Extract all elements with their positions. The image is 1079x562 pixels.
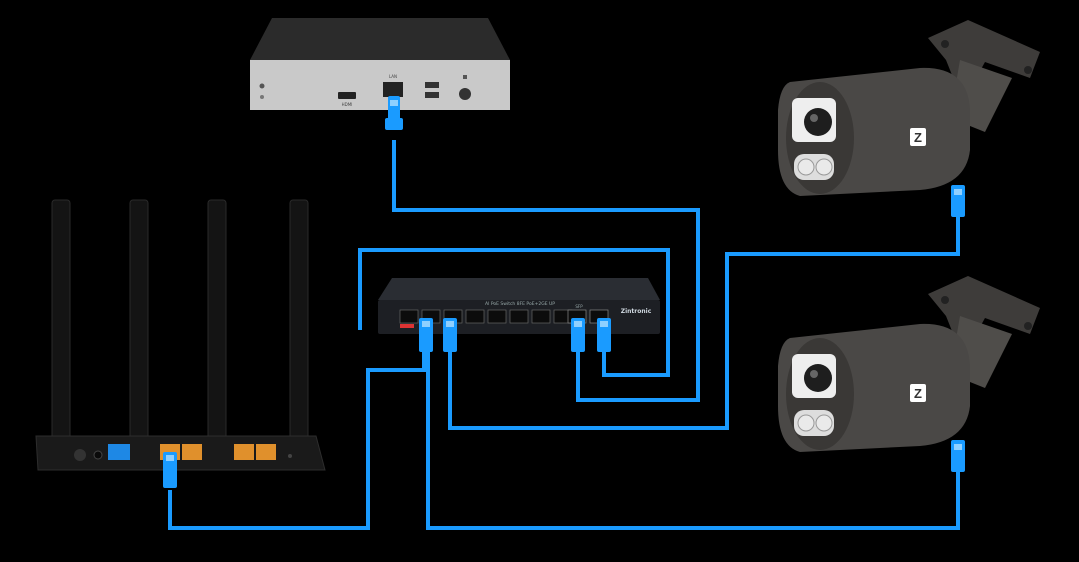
switch-port-5	[487, 309, 507, 324]
nvr-lan-label: LAN	[389, 74, 397, 79]
nvr-screw	[463, 75, 467, 79]
camera-2-screw-2	[1024, 322, 1032, 330]
camera-2-lens	[804, 364, 832, 392]
camera-2-plug	[951, 440, 965, 472]
camera-2: Z	[778, 276, 1040, 452]
switch-port-6	[509, 309, 529, 324]
nvr-front	[250, 60, 510, 110]
camera-1-mount	[928, 20, 1040, 95]
switch-port-tag: SFP	[575, 304, 583, 309]
switch-brand-text: Zintronic	[621, 308, 652, 315]
camera-1-plug	[951, 185, 965, 217]
cable-camera2-to-switch	[426, 350, 960, 530]
switch-plug-1-clip	[422, 321, 430, 327]
camera-2-ir-led-2	[815, 414, 833, 432]
switch-port-1	[399, 309, 419, 324]
nvr-recorder: HDMI LAN	[250, 18, 510, 110]
switch-port-4	[465, 309, 485, 324]
camera-1-ir-led-2	[815, 158, 833, 176]
router-lan-port-2	[182, 444, 202, 460]
router-antenna-3	[207, 199, 227, 457]
router-wan-port	[108, 444, 130, 460]
router-plug	[163, 452, 177, 488]
cable-switch-to-router	[168, 350, 426, 530]
switch-port-7	[531, 309, 551, 324]
router-antenna-1	[51, 199, 71, 457]
switch-plug-4-clip	[600, 321, 608, 327]
cable-nvr-to-switch	[392, 140, 700, 402]
router-antenna-4	[289, 199, 309, 457]
router-reset	[288, 454, 292, 458]
cable-camera1-to-switch	[448, 215, 960, 430]
camera-1: Z	[778, 20, 1040, 196]
camera-1-lens-glint	[810, 114, 818, 122]
nvr-usb-port-1	[425, 82, 439, 88]
router-lan-port-3	[234, 444, 254, 460]
router-lan-port-4	[256, 444, 276, 460]
nvr-plug	[385, 96, 403, 130]
cable-switch-loop	[358, 248, 670, 377]
camera-1-logo-badge	[910, 128, 926, 146]
camera-1-lens	[804, 108, 832, 136]
router-antenna-2	[129, 199, 149, 457]
nvr-usb-port-2	[425, 92, 439, 98]
camera-1-logo: Z	[914, 130, 922, 145]
camera-2-screw-1	[941, 296, 949, 304]
cables	[168, 140, 960, 530]
switch-plug-2-clip	[446, 321, 454, 327]
switch-led-red	[400, 324, 414, 328]
camera-2-logo: Z	[914, 386, 922, 401]
switch-plugs	[419, 318, 611, 352]
nvr-hdmi-label: HDMI	[342, 102, 353, 107]
switch-top	[378, 278, 660, 300]
camera-2-mount	[928, 276, 1040, 351]
router-power-button	[74, 449, 86, 461]
nvr-lan-port	[383, 82, 403, 97]
switch-plug-3-clip	[574, 321, 582, 327]
camera-1-ir-led-1	[797, 158, 815, 176]
router	[35, 199, 326, 471]
camera-2-lens-glint	[810, 370, 818, 378]
camera-1-screw-1	[941, 40, 949, 48]
camera-2-ir-led-1	[797, 414, 815, 432]
router-dc-jack	[93, 450, 103, 460]
nvr-top	[250, 18, 510, 60]
nvr-power-led	[259, 83, 265, 89]
nvr-hdmi-port	[338, 92, 356, 99]
camera-1-screw-2	[1024, 66, 1032, 74]
switch-model-text: AI PoE Switch 8FE PoE+2GE UP	[485, 301, 555, 307]
nvr-dc-port	[459, 88, 471, 100]
camera-2-logo-badge	[910, 384, 926, 402]
nvr-power-led-2	[260, 95, 264, 99]
